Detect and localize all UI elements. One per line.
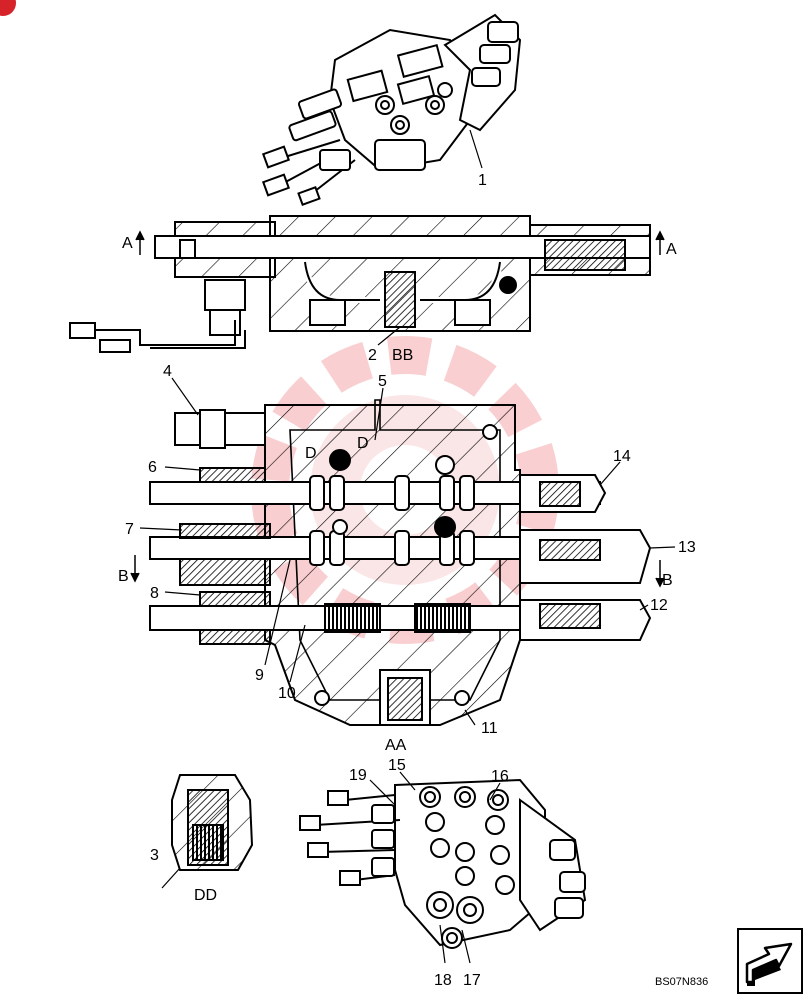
section-label-d-lower: D	[305, 445, 317, 462]
section-a-markers	[135, 230, 665, 255]
corner-badge	[0, 0, 16, 16]
leader-lines	[139, 326, 676, 964]
section-label-a-right: A	[666, 241, 677, 258]
callout-18: 18	[434, 972, 452, 989]
callout-6: 6	[148, 459, 157, 476]
section-aa-view	[149, 399, 652, 726]
next-page-arrow-button[interactable]	[737, 928, 803, 994]
callout-12: 12	[650, 597, 668, 614]
callout-3: 3	[150, 847, 159, 864]
callout-4: 4	[163, 363, 172, 380]
drawing-code: BS07N836	[655, 976, 708, 988]
section-label-aa: AA	[385, 737, 407, 754]
callout-labels: 1 2 3 4 5 6 7 8 9 10 11 12 13 14 15 16 1…	[125, 172, 696, 989]
callout-2: 2	[368, 347, 377, 364]
callout-17: 17	[463, 972, 481, 989]
section-bb-view	[69, 215, 651, 353]
detail-dd-view	[171, 774, 254, 871]
callout-1: 1	[478, 172, 487, 189]
callout-5: 5	[378, 373, 387, 390]
iso-view-top	[261, 13, 522, 206]
callout-16: 16	[491, 768, 509, 785]
callout-8: 8	[150, 585, 159, 602]
callout-19: 19	[349, 767, 367, 784]
section-label-b-right: B	[662, 572, 673, 589]
section-b-markers	[130, 555, 665, 588]
section-label-a-left: A	[122, 235, 133, 252]
callout-7: 7	[125, 521, 134, 538]
callout-15: 15	[388, 757, 406, 774]
section-label-d-upper: D	[357, 435, 369, 452]
callout-10: 10	[278, 685, 296, 702]
next-page-arrow-icon	[745, 942, 793, 986]
callout-13: 13	[678, 539, 696, 556]
section-label-dd: DD	[194, 887, 217, 904]
section-labels: BB AA DD A A B B D D	[118, 235, 677, 904]
callout-14: 14	[613, 448, 631, 465]
section-label-bb: BB	[392, 347, 413, 364]
leader-line	[469, 129, 483, 169]
callout-11: 11	[481, 720, 498, 737]
iso-view-bottom	[299, 778, 587, 949]
section-label-b-left: B	[118, 568, 129, 585]
callout-9: 9	[255, 667, 264, 684]
